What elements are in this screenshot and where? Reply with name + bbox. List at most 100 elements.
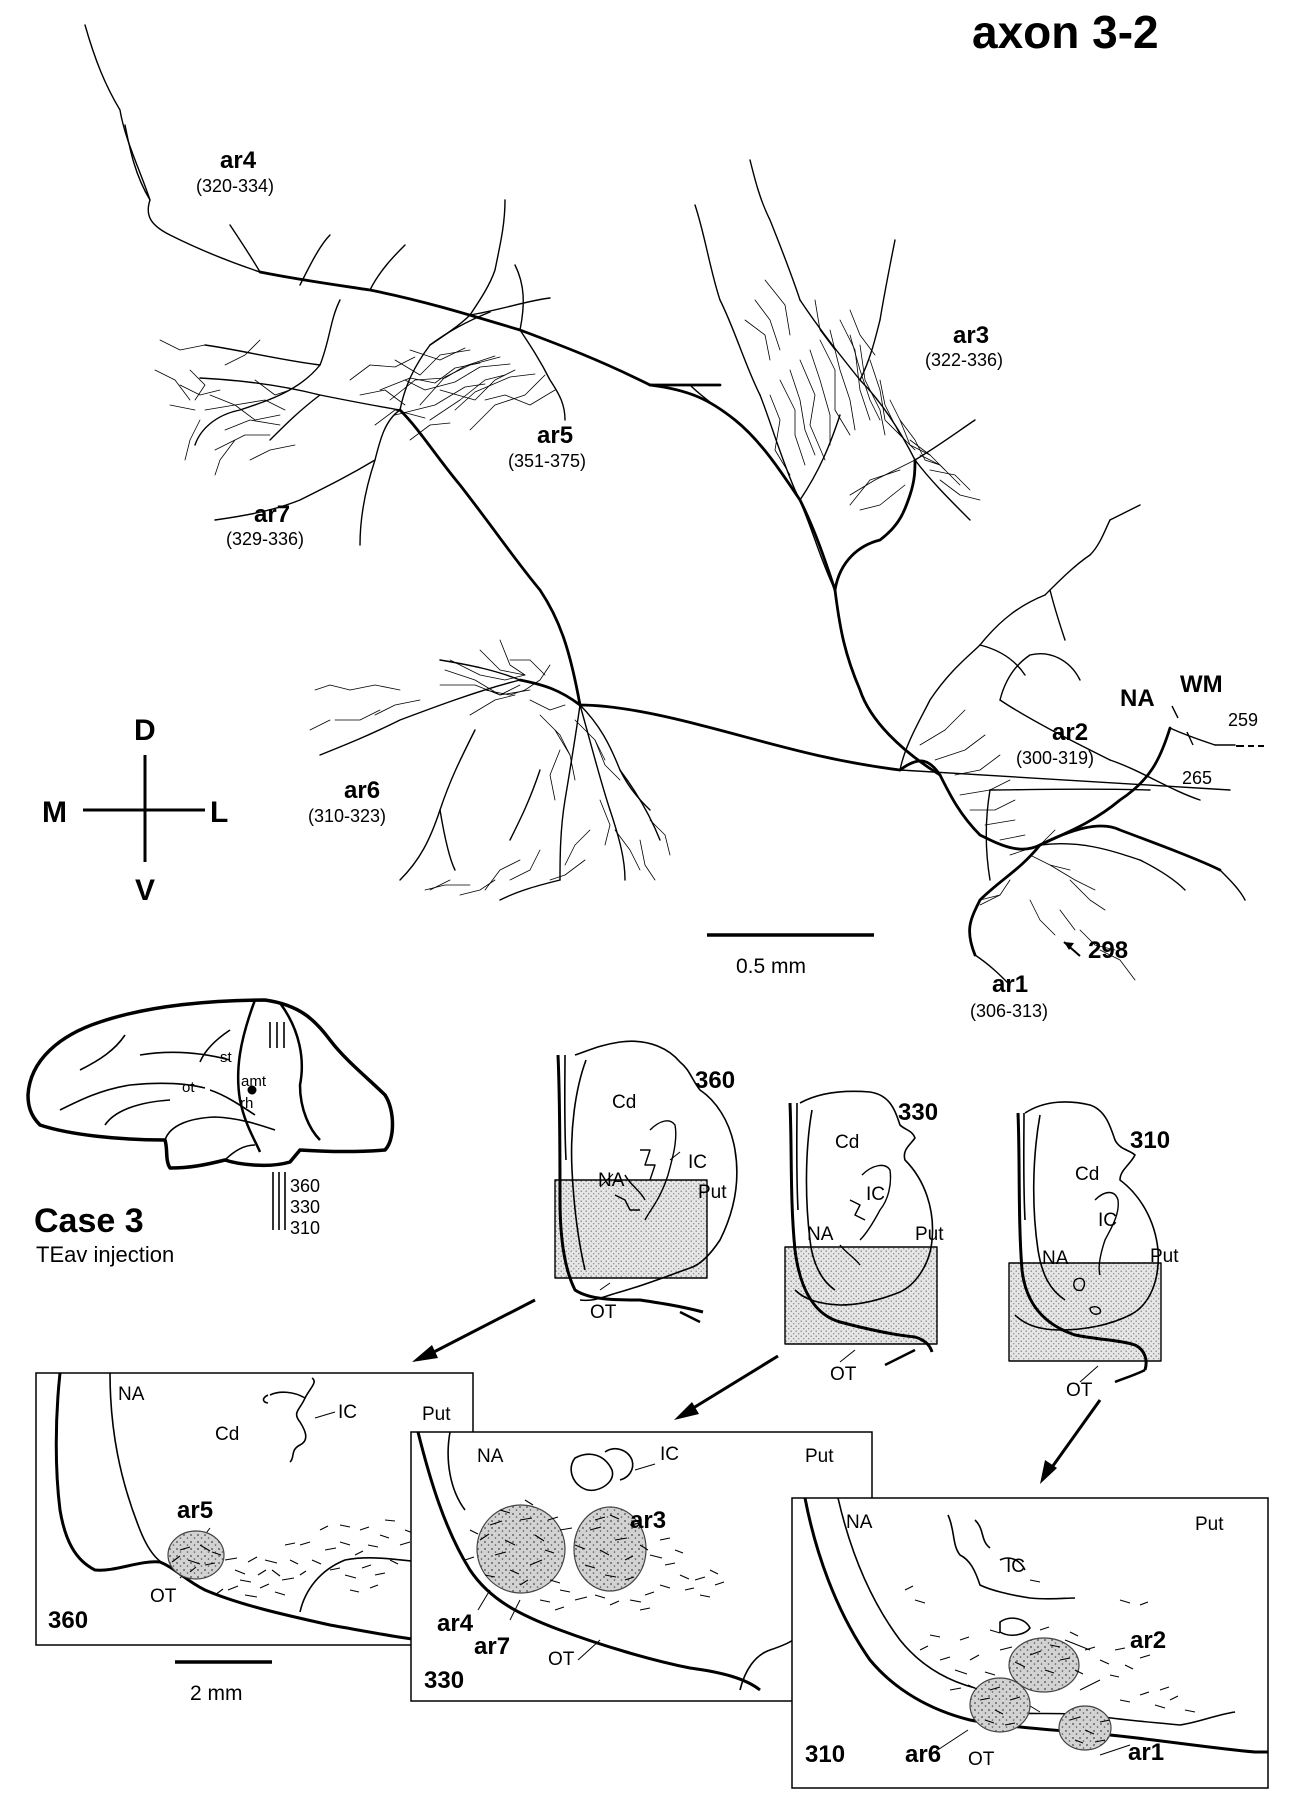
brain-lateral-view bbox=[26, 998, 395, 1230]
figure-title: axon 3-2 bbox=[972, 6, 1159, 58]
orientation-cross: D V M L bbox=[42, 714, 228, 907]
fiber-fragments bbox=[464, 1499, 725, 1611]
arbor-range: (351-375) bbox=[508, 451, 586, 471]
level-298-label: 298 bbox=[1088, 937, 1128, 964]
arbor-label: ar5 bbox=[537, 422, 573, 449]
arbor-label: ar7 bbox=[254, 501, 290, 528]
ot-label: OT bbox=[1066, 1380, 1093, 1401]
ventral-label: V bbox=[135, 874, 155, 907]
ot-label: OT bbox=[590, 1302, 617, 1323]
pointer-298: 298 bbox=[1063, 937, 1128, 964]
ic-label: IC bbox=[866, 1184, 885, 1205]
coronal-section-360 bbox=[554, 1040, 738, 1324]
scale-bar-top: 0.5 mm bbox=[707, 933, 874, 978]
section-330-labels: 330 Cd IC NA Put OT bbox=[807, 1099, 944, 1385]
na-label: NA bbox=[598, 1170, 625, 1191]
na-label: NA bbox=[807, 1224, 834, 1245]
arbor-label: ar3 bbox=[630, 1507, 666, 1534]
wm-label: WM bbox=[1180, 671, 1223, 698]
level-label: 310 bbox=[290, 1218, 320, 1238]
arbor-range: (306-313) bbox=[970, 1001, 1048, 1021]
sulcus-st-label: st bbox=[220, 1049, 233, 1066]
arbor-label: ar2 bbox=[1130, 1627, 1166, 1654]
ic-label: IC bbox=[338, 1402, 357, 1423]
injection-label: TEav injection bbox=[36, 1242, 174, 1267]
lateral-label: L bbox=[210, 796, 228, 829]
case-title: Case 3 bbox=[34, 1202, 144, 1240]
na-wm-markers: NA WM 259 265 bbox=[1120, 671, 1264, 788]
arbor-labels: ar4 (320-334) ar3 (322-336) ar5 (351-375… bbox=[196, 147, 1094, 1021]
scale-bar-top-label: 0.5 mm bbox=[736, 955, 806, 978]
section-arrows bbox=[412, 1298, 1102, 1484]
arbor-label: ar4 bbox=[437, 1610, 474, 1637]
cd-label: Cd bbox=[215, 1424, 239, 1445]
put-label: Put bbox=[805, 1446, 834, 1467]
na-label: NA bbox=[477, 1446, 504, 1467]
axon-terminals bbox=[154, 279, 1136, 981]
arbor-label: ar6 bbox=[905, 1741, 941, 1768]
scale-bar-bottom: 2 mm bbox=[175, 1660, 272, 1705]
section-level: 360 bbox=[695, 1067, 735, 1094]
sulcus-amt-label: amt bbox=[241, 1073, 267, 1090]
level-label: 330 bbox=[290, 1197, 320, 1217]
ic-label: IC bbox=[1098, 1210, 1117, 1231]
arbor-label: ar2 bbox=[1052, 719, 1088, 746]
enlarged-panel-310: NA Put IC ar2 ar6 ar1 OT 310 bbox=[791, 1497, 1269, 1789]
section-level: 310 bbox=[1130, 1127, 1170, 1154]
na-label: NA bbox=[846, 1512, 873, 1533]
arbor-range: (300-319) bbox=[1016, 748, 1094, 768]
coronal-section-330 bbox=[784, 1090, 938, 1367]
sulcus-rh-label: rh bbox=[240, 1095, 253, 1112]
level-265-label: 265 bbox=[1182, 768, 1212, 788]
arbor-range: (320-334) bbox=[196, 176, 274, 196]
level-259-label: 259 bbox=[1228, 710, 1258, 730]
put-label: Put bbox=[698, 1182, 727, 1203]
sulcus-ot-label: ot bbox=[182, 1079, 195, 1096]
arbor-label: ar1 bbox=[992, 971, 1028, 998]
ot-label: OT bbox=[830, 1364, 857, 1385]
scale-bar-bottom-label: 2 mm bbox=[190, 1682, 243, 1705]
put-label: Put bbox=[915, 1224, 944, 1245]
coronal-section-310 bbox=[1008, 1101, 1162, 1384]
arbor-label: ar3 bbox=[953, 322, 989, 349]
fiber-fragments bbox=[171, 1519, 430, 1598]
put-label: Put bbox=[1150, 1246, 1179, 1267]
ot-label: OT bbox=[150, 1586, 177, 1607]
na-label: NA bbox=[1042, 1248, 1069, 1269]
put-label: Put bbox=[422, 1404, 451, 1425]
arbor-label: ar5 bbox=[177, 1497, 213, 1524]
section-level: 330 bbox=[898, 1099, 938, 1126]
arbor-range: (329-336) bbox=[226, 529, 304, 549]
panel-level: 310 bbox=[805, 1741, 845, 1768]
ic-label: IC bbox=[688, 1152, 707, 1173]
medial-label: M bbox=[42, 796, 67, 829]
ot-label: OT bbox=[968, 1749, 995, 1770]
level-label: 360 bbox=[290, 1176, 320, 1196]
enlarged-panel-360: NA Cd IC Put ar5 OT 360 bbox=[35, 1372, 474, 1646]
arbor-range: (310-323) bbox=[308, 806, 386, 826]
section-360-labels: 360 Cd IC NA Put OT bbox=[590, 1067, 735, 1323]
arbor-range: (322-336) bbox=[925, 350, 1003, 370]
axon-branches bbox=[84, 24, 1246, 986]
ic-label: IC bbox=[660, 1444, 679, 1465]
axon-tracing bbox=[84, 24, 1246, 986]
cd-label: Cd bbox=[835, 1132, 859, 1153]
fiber-fragments bbox=[904, 1579, 1196, 1744]
dorsal-label: D bbox=[134, 714, 156, 747]
cd-label: Cd bbox=[612, 1092, 636, 1113]
cd-label: Cd bbox=[1075, 1164, 1099, 1185]
panel-level: 330 bbox=[424, 1667, 464, 1694]
axon-trunk bbox=[258, 270, 1222, 957]
panel-level: 360 bbox=[48, 1607, 88, 1634]
na-label: NA bbox=[118, 1384, 145, 1405]
section-310-labels: 310 Cd IC NA Put OT bbox=[1042, 1127, 1179, 1401]
arbor-label: ar1 bbox=[1128, 1739, 1164, 1766]
brain-labels: st amt ot rh 360 330 310 Case 3 TEav inj… bbox=[34, 1049, 320, 1267]
ot-label: OT bbox=[548, 1649, 575, 1670]
na-label: NA bbox=[1120, 685, 1155, 712]
arbor-label: ar6 bbox=[344, 777, 380, 804]
ic-label: IC bbox=[1006, 1556, 1025, 1577]
arbor-label: ar4 bbox=[220, 147, 257, 174]
arbor-label: ar7 bbox=[474, 1633, 510, 1660]
